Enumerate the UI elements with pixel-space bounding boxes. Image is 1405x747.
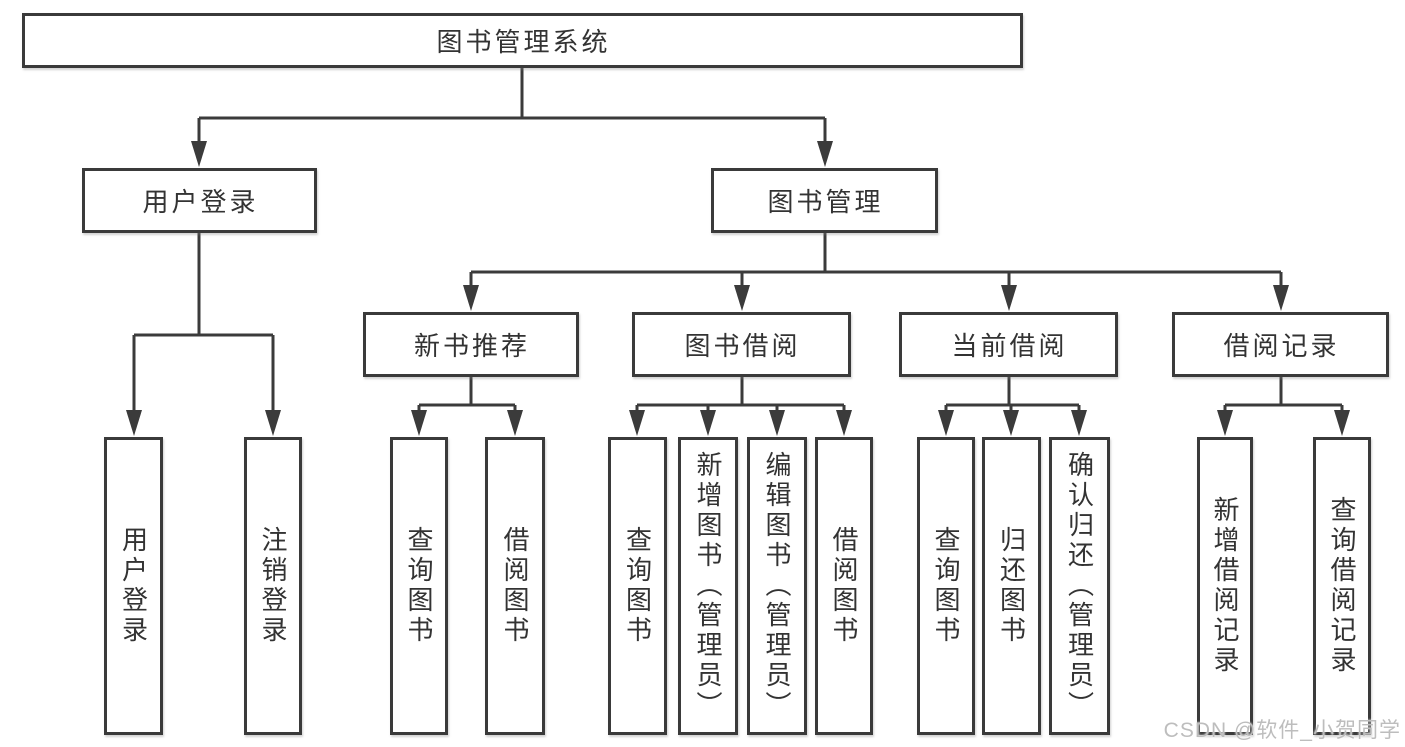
node-box-leaf-borrow-books: 借阅图书 [815, 437, 873, 735]
connector-book-borrowing-to-leaves [629, 377, 852, 436]
node-label: 用户登录 [118, 526, 149, 646]
node-label: 借阅图书 [829, 526, 859, 646]
node-label: 图书管理 [767, 187, 884, 217]
node-box-leaf-query-books-borrowing: 查询图书 [608, 437, 667, 735]
node-box-user-login: 用户登录 [82, 168, 317, 233]
node-label: 归还图书 [996, 526, 1027, 646]
node-box-leaf-confirm-return-admin: 确认归还（管理员） [1049, 437, 1110, 735]
node-label: 查询图书 [622, 526, 653, 646]
node-label: 图书借阅 [684, 331, 801, 361]
node-box-leaf-query-borrow-record: 查询借阅记录 [1313, 437, 1371, 735]
node-box-new-book-recommend: 新书推荐 [363, 312, 579, 377]
node-box-leaf-borrow-books-recommend: 借阅图书 [485, 437, 545, 735]
node-label: 借阅图书 [500, 526, 530, 646]
node-label: 查询图书 [931, 526, 961, 646]
connector-root-to-level2 [191, 68, 833, 167]
connector-borrowing-records-to-leaves [1217, 377, 1350, 436]
connector-book-management-to-level3 [463, 233, 1289, 311]
node-box-book-borrowing: 图书借阅 [632, 312, 851, 377]
node-label: 新增借阅记录 [1210, 496, 1240, 676]
node-label: 当前借阅 [951, 331, 1068, 361]
watermark: CSDN @软件_小贺同学 [1163, 719, 1401, 742]
node-label: 注销登录 [258, 526, 288, 646]
node-label: 查询图书 [404, 526, 434, 646]
node-box-current-borrowing: 当前借阅 [899, 312, 1118, 377]
node-label: 用户登录 [142, 187, 259, 217]
connector-user-login-to-leaves [126, 233, 281, 436]
node-box-leaf-query-books-current: 查询图书 [917, 437, 975, 735]
node-label: 编辑图书（管理员） [762, 451, 792, 721]
node-box-leaf-query-books-recommend: 查询图书 [390, 437, 448, 735]
node-label: 新书推荐 [413, 331, 530, 361]
node-label: 图书管理系统 [436, 27, 611, 57]
node-box-book-management: 图书管理 [711, 168, 938, 233]
node-box-leaf-edit-books-admin: 编辑图书（管理员） [747, 437, 807, 735]
node-box-leaf-user-login: 用户登录 [104, 437, 163, 735]
node-box-leaf-logout: 注销登录 [244, 437, 302, 735]
node-box-leaf-add-borrow-record: 新增借阅记录 [1197, 437, 1253, 735]
node-label: 新增图书（管理员） [693, 451, 723, 721]
node-box-leaf-add-books-admin: 新增图书（管理员） [678, 437, 738, 735]
node-label: 确认归还（管理员） [1064, 451, 1095, 721]
node-box-borrowing-records: 借阅记录 [1172, 312, 1389, 377]
node-label: 借阅记录 [1223, 331, 1340, 361]
connector-current-borrowing-to-leaves [938, 377, 1087, 436]
node-label: 查询借阅记录 [1327, 496, 1357, 676]
connector-new-book-recommend-to-leaves [411, 377, 523, 436]
node-box-library-system: 图书管理系统 [22, 13, 1023, 68]
node-box-leaf-return-books: 归还图书 [982, 437, 1041, 735]
